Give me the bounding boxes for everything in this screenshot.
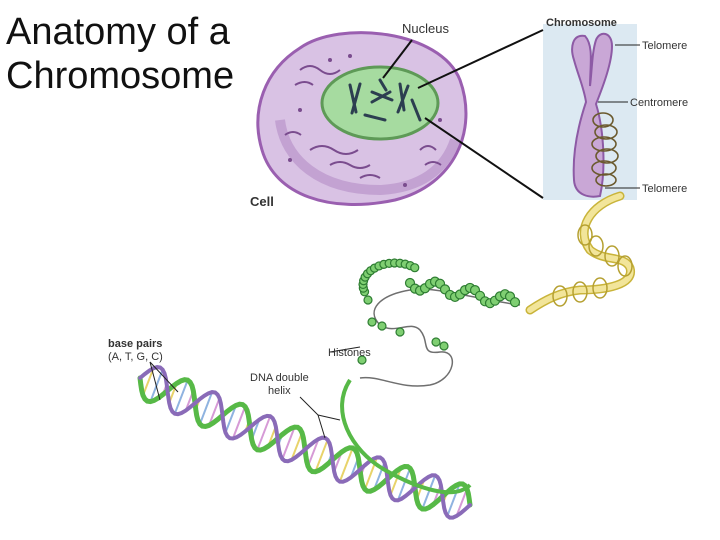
base-pair-rung xyxy=(314,439,329,473)
base-pair-rung xyxy=(455,488,468,517)
chromosome-body xyxy=(571,32,614,198)
nucleosome-bead xyxy=(509,297,521,308)
nucleosome-beads xyxy=(357,258,521,365)
nucleosome-bead xyxy=(363,295,373,305)
nucleosome-bead xyxy=(439,341,449,351)
nucleosome-bead xyxy=(367,317,377,327)
nucleus xyxy=(320,65,440,141)
base-pair-rung xyxy=(290,432,303,461)
base-pair-rung xyxy=(173,379,189,415)
cell-dots xyxy=(288,54,442,187)
nucleosome-bead xyxy=(357,355,367,365)
base-pair-rung xyxy=(256,415,272,451)
base-pair-rungs xyxy=(142,367,468,517)
label-telomere-top: Telomere xyxy=(642,40,687,52)
title-line-1: Anatomy of a xyxy=(6,11,230,53)
base-pair-rung xyxy=(421,475,437,510)
label-telomere-bottom: Telomere xyxy=(642,183,687,195)
chromatin-coil xyxy=(591,112,619,187)
base-pair-rung xyxy=(224,405,237,433)
slide-title: Anatomy of a Chromosome xyxy=(6,10,234,98)
label-histones: Histones xyxy=(328,347,371,359)
base-pair-rung xyxy=(389,467,402,496)
nucleus-chromosomes xyxy=(348,78,422,122)
chromatin-fiber xyxy=(357,191,635,387)
nucleosome-bead xyxy=(395,327,405,337)
label-cell: Cell xyxy=(250,194,274,209)
dna-double-helix xyxy=(137,365,473,520)
label-nucleus: Nucleus xyxy=(402,21,449,36)
nucleosome-bead xyxy=(410,263,420,273)
zoom-lines xyxy=(382,29,544,199)
cell-inner-shadow xyxy=(275,119,460,196)
title-line-2: Chromosome xyxy=(6,55,235,97)
organelles xyxy=(284,65,442,179)
helix-strand-b xyxy=(138,365,472,520)
base-pair-rung xyxy=(208,397,221,426)
base-pair-rung xyxy=(281,426,296,460)
label-base-pairs-line-1: base pairs xyxy=(108,338,162,350)
base-pair-rung xyxy=(198,391,214,425)
base-pair-rung xyxy=(142,367,155,396)
base-pair-rung xyxy=(396,467,412,501)
nucleosome-bead xyxy=(377,321,387,331)
coil-rings xyxy=(552,224,633,307)
helix-loop xyxy=(340,378,472,495)
chromosome-pointer-lines xyxy=(598,44,640,189)
label-base-pairs-line-2: (A, T, G, C) xyxy=(108,351,163,363)
cell-illustration xyxy=(256,31,468,207)
label-chromosome: Chromosome xyxy=(546,17,617,29)
base-pair-rung xyxy=(446,483,461,517)
nucleosome-bead xyxy=(431,337,441,347)
base-pair-rung xyxy=(307,438,320,467)
label-centromere: Centromere xyxy=(630,97,688,109)
label-dna-line-1: DNA double xyxy=(250,372,309,384)
base-pair-rung xyxy=(231,406,247,439)
label-dna-line-2: helix xyxy=(268,385,291,397)
chromosome-panel xyxy=(543,24,640,200)
label-pointers xyxy=(149,346,361,439)
base-pair-rung xyxy=(338,447,354,482)
